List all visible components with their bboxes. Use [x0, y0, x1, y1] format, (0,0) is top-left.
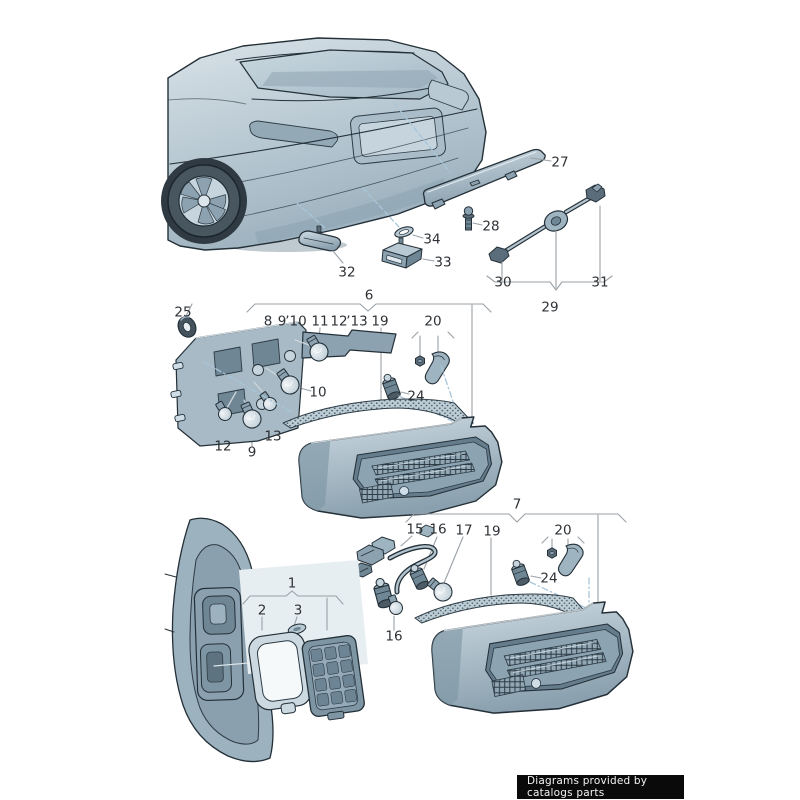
locator-dashed-lines	[296, 102, 451, 229]
callout-29: 29	[541, 299, 559, 316]
wiring-harness-part	[351, 524, 438, 610]
callout-7: 7	[512, 496, 522, 513]
reflector-lens-part	[301, 634, 365, 721]
callout-31: 31	[591, 274, 609, 291]
callout-9-row: 9	[277, 313, 287, 330]
callout-11: 11	[311, 313, 329, 330]
callout-34: 34	[423, 231, 441, 248]
callout-12: 12	[214, 438, 232, 455]
callout-27: 27	[551, 154, 569, 171]
callout-2: 2	[257, 602, 267, 619]
callout-13-row: ’13	[346, 313, 368, 330]
callout-10-row: ’10	[285, 313, 307, 330]
callout-24-lower: 24	[540, 570, 558, 587]
callout-16: 16	[385, 628, 403, 645]
callout-28: 28	[482, 218, 500, 235]
reflector-seal-part	[248, 631, 312, 715]
upper-taillight-group	[170, 303, 503, 519]
spoiler-screw-part	[462, 206, 475, 231]
callout-9: 9	[247, 444, 257, 461]
watermark-badge: Diagrams provided by catalogs parts	[517, 775, 684, 799]
rear-spoiler-strip-part	[422, 148, 546, 210]
callout-20-upper: 20	[424, 313, 442, 330]
reflector-clip-part	[287, 623, 307, 635]
callout-19-lower: 19	[483, 523, 501, 540]
taillight-upper-part	[298, 416, 503, 519]
clip-nut-lower-part	[547, 547, 557, 559]
callout-19-upper: 19	[371, 313, 389, 330]
callout-24-upper: 24	[407, 388, 425, 405]
callout-6: 6	[364, 287, 374, 304]
license-plate-light-part	[381, 237, 423, 269]
watermark-text: Diagrams provided by catalogs parts	[527, 775, 648, 799]
bulb-socket-lower-part	[508, 557, 531, 588]
taillight-lower-part	[431, 601, 634, 714]
callout-15: 15	[406, 521, 424, 538]
callout-25: 25	[174, 304, 192, 321]
group1-bracket	[242, 590, 344, 631]
bumper-reflector-part	[298, 225, 342, 252]
clip-lower-part	[556, 541, 585, 579]
callout-12-row: 12	[330, 313, 348, 330]
clip-nut-upper-part	[415, 355, 425, 367]
callout-16-upper: 16	[429, 521, 447, 538]
callout-30: 30	[494, 274, 512, 291]
lower-taillight-group	[351, 513, 634, 714]
callout-32: 32	[338, 264, 356, 281]
callout-8: 8	[263, 313, 273, 330]
group7-bracket	[393, 513, 627, 631]
seal-upper-part	[282, 398, 474, 429]
callout-3: 3	[293, 602, 303, 619]
callout-17: 17	[455, 522, 473, 539]
bulb-carrier-part	[170, 321, 397, 447]
group6-bracket	[182, 303, 492, 448]
interior-panel-illustration	[164, 517, 368, 763]
callout-10: 10	[309, 384, 327, 401]
bulb-socket-upper-part	[379, 371, 402, 402]
callout-20-lower: 20	[554, 522, 572, 539]
license-light-harness-part	[488, 183, 606, 264]
rear-wheel	[161, 158, 247, 244]
license-light-gasket-part	[394, 226, 414, 238]
car-rear-illustration	[161, 37, 487, 252]
top-callout-lines	[332, 157, 613, 291]
bulb-17-part	[423, 573, 457, 606]
grommet-part	[177, 316, 197, 338]
callout-13: 13	[264, 428, 282, 445]
callout-1: 1	[287, 575, 297, 592]
callout-33: 33	[434, 254, 452, 271]
